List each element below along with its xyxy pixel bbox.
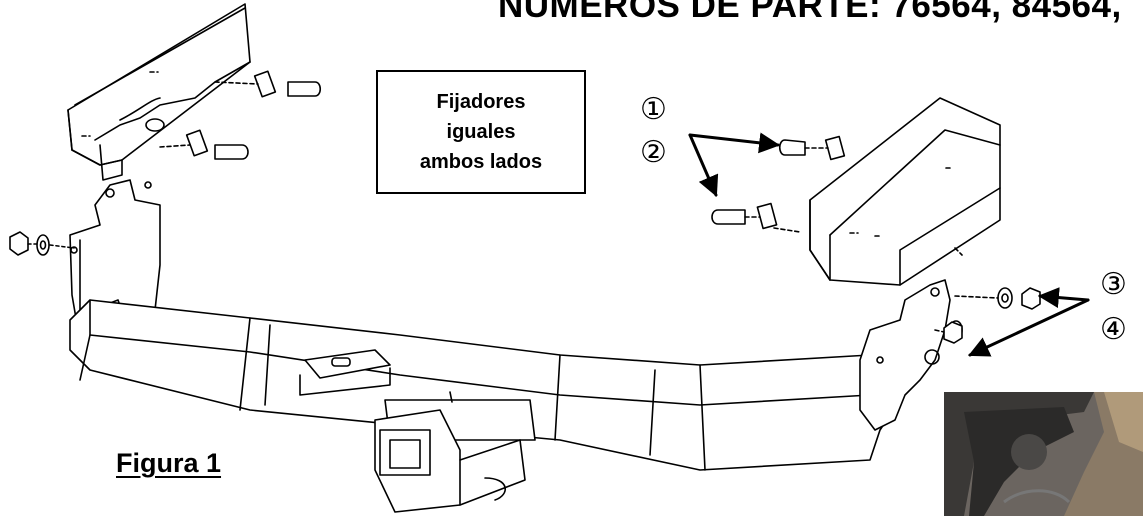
callout-number-3: ③	[1100, 267, 1127, 302]
note-line-1: Fijadores	[436, 91, 526, 113]
note-line-3: ambos lados	[419, 151, 543, 173]
receiver-assembly	[299, 349, 536, 513]
callout-number-4: ④	[1100, 312, 1127, 347]
figure-label: Figura 1	[116, 448, 222, 478]
vehicle-photo	[944, 392, 1143, 516]
note-line-2: iguales	[446, 121, 516, 143]
callout-number-1: ①	[640, 92, 667, 127]
callout-number-2: ②	[640, 135, 667, 170]
same-fasteners-note: Fijadores iguales ambos lados	[376, 70, 586, 194]
callout-arrows	[688, 132, 1090, 357]
cross-tube	[69, 299, 901, 471]
page-title: NÚMEROS DE PARTE: 76564, 84564,	[498, 0, 1122, 25]
right-mounting-bracket	[859, 247, 963, 431]
left-frame-channel	[67, 3, 251, 181]
vehicle-photo-image	[944, 392, 1143, 516]
left-hardware	[9, 70, 322, 256]
right-frame-channel	[809, 97, 1001, 286]
right-hardware	[711, 135, 1041, 344]
